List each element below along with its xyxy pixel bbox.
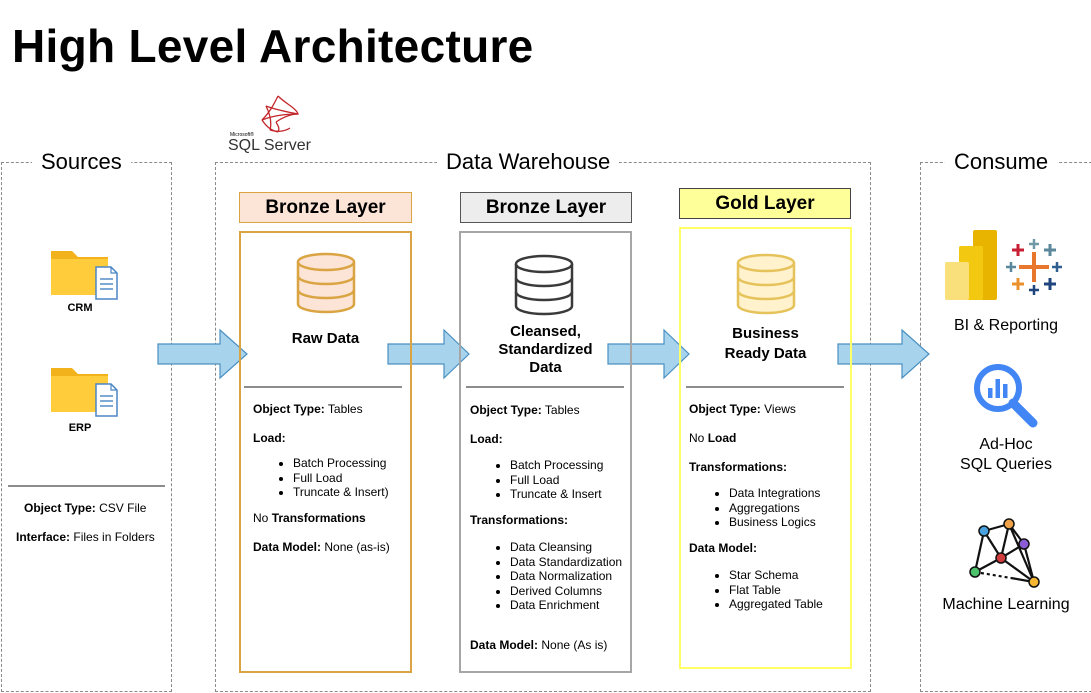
sql-server-brand-small: Microsoft® [230,132,254,138]
cleansed-heading-line-2: Standardized [498,341,593,358]
cleansed-database-icon [514,254,574,321]
gold-transformations-list: Data Integrations Aggregations Business … [689,486,820,530]
sql-server-icon [261,95,299,133]
cleansed-separator [466,386,624,388]
erp-folder-icon [50,362,122,423]
warehouse-group-label: Data Warehouse [437,148,620,176]
list-item: Data Integrations [729,486,820,501]
cleansed-heading-line-3: Data [529,359,562,376]
list-item: Full Load [510,473,603,488]
bronze-raw-database-icon [296,252,356,319]
cleansed-transformations-list: Data Cleansing Data Standardization Data… [470,540,622,613]
gold-data-model-label: Data Model: [689,541,758,555]
layer-title-bronze-raw: Bronze Layer [239,192,412,223]
list-item: Data Standardization [510,555,622,570]
arrow-sources-to-bronze [157,328,248,380]
arrow-gold-to-consume [837,328,930,380]
sources-interface: Interface: Files in Folders [16,530,155,544]
gold-database-icon [736,253,796,320]
source-item-crm: CRM [67,302,93,314]
consume-adhoc-line-2: SQL Queries [960,456,1052,473]
list-item: Business Logics [729,515,820,530]
bronze-raw-load-list: Batch Processing Full Load Truncate & In… [253,456,389,500]
network-graph-icon [966,516,1044,597]
gold-object-type: Object Type: Views [689,402,796,416]
bronze-raw-object-type: Object Type: Tables [253,402,363,416]
consume-group-label: Consume [945,148,1058,176]
list-item: Star Schema [729,568,823,583]
list-item: Full Load [293,471,389,486]
sql-server-name: SQL Server [228,137,311,154]
layer-title-gold: Gold Layer [679,188,851,219]
layer-box-gold [679,227,852,669]
layer-title-bronze-cleansed: Bronze Layer [460,192,632,223]
gold-heading-line-1: Business [732,325,799,342]
magnifier-chart-icon [972,362,1040,433]
list-item: Derived Columns [510,584,622,599]
gold-data-model-list: Star Schema Flat Table Aggregated Table [689,568,823,612]
tableau-icon [1004,238,1064,301]
list-item: Aggregations [729,501,820,516]
consume-adhoc-line-1: Ad-Hoc [979,436,1033,453]
bronze-raw-transformations: No Transformations [253,511,366,525]
layer-box-bronze-raw [239,231,412,673]
bronze-raw-separator [244,386,402,388]
power-bi-icon [945,230,999,305]
layer-box-bronze-cleansed [459,231,632,673]
list-item: Aggregated Table [729,597,823,612]
list-item: Flat Table [729,583,823,598]
gold-transformations-label: Transformations: [689,460,788,474]
bronze-raw-data-model: Data Model: None (as-is) [253,540,390,554]
list-item: Data Enrichment [510,598,622,613]
consume-machine-learning: Machine Learning [942,596,1070,613]
gold-heading-line-2: Ready Data [724,345,807,362]
sources-group-label: Sources [32,148,131,176]
gold-load: No Load [689,431,737,445]
list-item: Batch Processing [510,458,603,473]
cleansed-data-model: Data Model: None (As is) [470,638,608,652]
arrow-silver-to-gold [607,328,690,380]
list-item: Data Normalization [510,569,622,584]
cleansed-load-label: Load: [470,432,503,446]
arrow-bronze-to-silver [387,328,470,380]
cleansed-heading-line-1: Cleansed, [510,323,581,340]
sources-object-type: Object Type: CSV File [24,501,147,515]
cleansed-load-list: Batch Processing Full Load Truncate & In… [470,458,603,502]
sources-separator [8,485,165,487]
list-item: Data Cleansing [510,540,622,555]
source-item-erp: ERP [68,422,92,434]
list-item: Truncate & Insert [510,487,603,502]
sql-server-logo: Microsoft® SQL Server [226,92,316,158]
list-item: Truncate & Insert) [293,485,389,500]
crm-folder-icon [50,245,122,306]
bronze-raw-load-label: Load: [253,431,286,445]
gold-separator [686,386,844,388]
cleansed-transformations-label: Transformations: [470,513,569,527]
list-item: Batch Processing [293,456,389,471]
consume-bi-reporting: BI & Reporting [953,317,1059,334]
page-title: High Level Architecture [12,20,534,72]
cleansed-object-type: Object Type: Tables [470,403,580,417]
bronze-raw-heading: Raw Data [291,330,360,347]
